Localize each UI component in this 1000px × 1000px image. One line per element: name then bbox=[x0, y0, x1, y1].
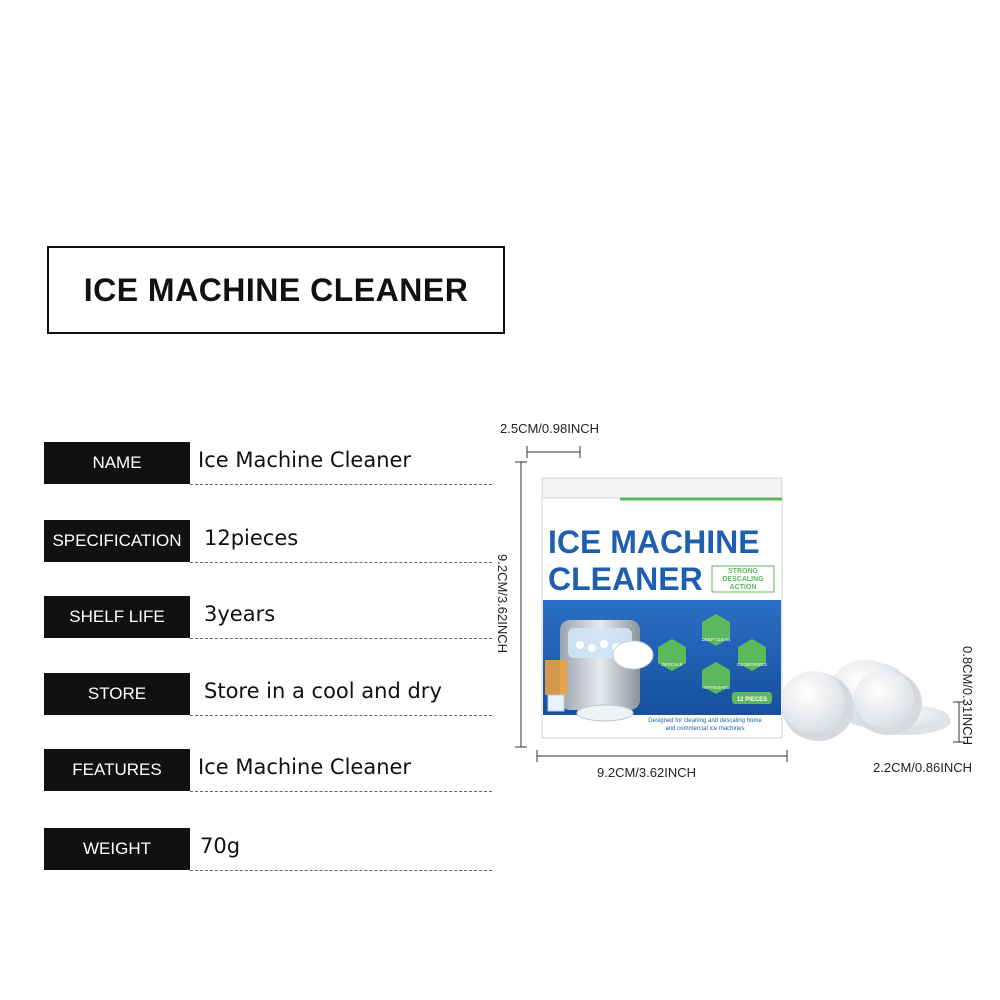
spec-row-features: FEATURES Ice Machine Cleaner bbox=[44, 749, 492, 793]
dashed-divider bbox=[190, 791, 492, 792]
tablets bbox=[781, 660, 951, 741]
spec-label: FEATURES bbox=[44, 749, 190, 791]
ice-machine-image bbox=[545, 620, 654, 722]
package-tag3: ACTION bbox=[730, 584, 757, 591]
spec-label: NAME bbox=[44, 442, 190, 484]
tablet-diameter-label: 2.2CM/0.86INCH bbox=[873, 760, 972, 775]
spec-label: WEIGHT bbox=[44, 828, 190, 870]
spec-row-name: NAME Ice Machine Cleaner bbox=[44, 442, 492, 486]
spec-value: Store in a cool and dry bbox=[204, 679, 442, 703]
box-front: ICE MACHINE CLEANER STRONG DESCALING ACT… bbox=[541, 497, 783, 739]
feature-descale: DESCALE bbox=[661, 662, 682, 667]
dimension-lines bbox=[515, 446, 965, 762]
dashed-divider bbox=[190, 870, 492, 871]
package-line2: CLEANER bbox=[548, 561, 703, 597]
dashed-divider bbox=[190, 484, 492, 485]
box-width-label: 9.2CM/3.62INCH bbox=[597, 765, 696, 780]
page-title: ICE MACHINE CLEANER bbox=[83, 271, 469, 308]
dashed-divider bbox=[190, 638, 492, 639]
feature-hexagons: DEEP CLEAN DESCALE DEODORIZES REFRESHES … bbox=[658, 614, 772, 704]
feature-refreshes: REFRESHES bbox=[702, 685, 730, 690]
spec-row-specification: SPECIFICATION 12pieces bbox=[44, 520, 492, 564]
spec-label: SHELF LIFE bbox=[44, 596, 190, 638]
dashed-divider bbox=[190, 562, 492, 563]
spec-row-store: STORE Store in a cool and dry bbox=[44, 673, 492, 717]
package-tag1: STRONG bbox=[728, 568, 759, 575]
spec-label: STORE bbox=[44, 673, 190, 715]
spec-label: SPECIFICATION bbox=[44, 520, 190, 562]
feature-deep-clean: DEEP CLEAN bbox=[702, 637, 730, 642]
package-count: 12 PIECES bbox=[737, 697, 767, 703]
spec-value: 3years bbox=[204, 602, 276, 626]
spec-row-shelf-life: SHELF LIFE 3years bbox=[44, 596, 492, 640]
spec-value: Ice Machine Cleaner bbox=[198, 448, 412, 472]
dashed-divider bbox=[190, 715, 492, 716]
package-line1: ICE MACHINE bbox=[548, 524, 760, 560]
title-box: ICE MACHINE CLEANER bbox=[47, 246, 505, 334]
spec-value: Ice Machine Cleaner bbox=[198, 755, 412, 779]
spec-row-weight: WEIGHT 70g bbox=[44, 828, 492, 872]
spec-value: 70g bbox=[200, 834, 241, 858]
box-side bbox=[541, 477, 783, 499]
feature-deodorizes: DEODORIZES bbox=[737, 662, 767, 667]
package-desc2: and commercial ice machines bbox=[665, 726, 744, 732]
box-depth-label: 2.5CM/0.98INCH bbox=[500, 421, 599, 436]
package-tag2: DESCALING bbox=[722, 576, 764, 583]
spec-value: 12pieces bbox=[204, 526, 299, 550]
package-desc1: Designed for cleaning and descaling home bbox=[648, 718, 762, 724]
